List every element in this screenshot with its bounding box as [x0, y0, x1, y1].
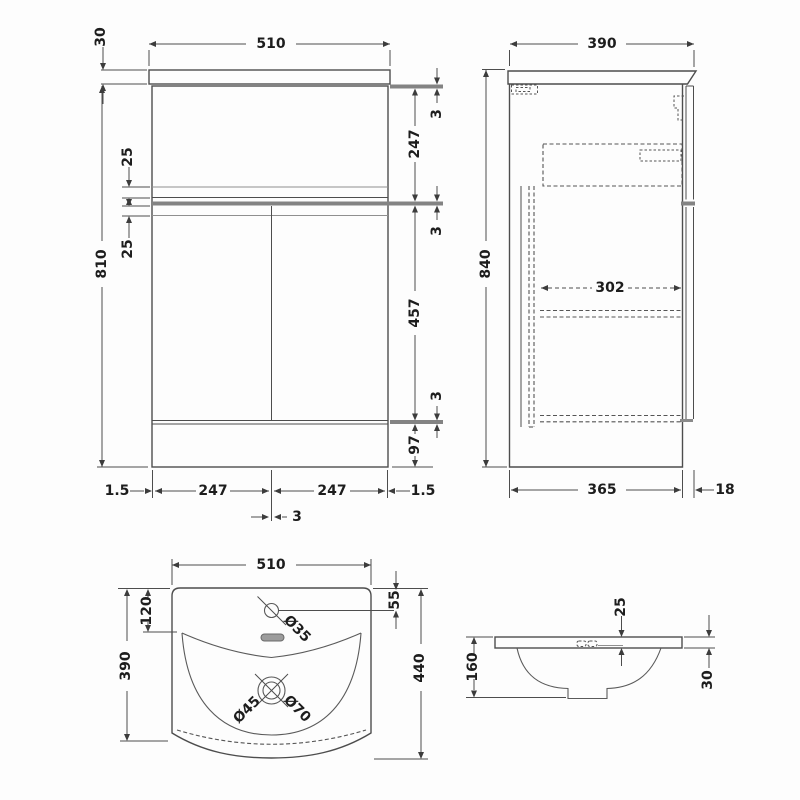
- dim-label-edge-thickness: 30: [700, 670, 716, 690]
- dim-bowl-depth: 390: [118, 589, 168, 742]
- dim-label-margin-left: 1.5: [105, 483, 130, 499]
- dim-front-door-height: 457: [407, 205, 423, 421]
- dim-label-basin-overall-depth: 440: [412, 653, 428, 682]
- hinge-hidden-outline: [673, 95, 684, 121]
- basin-section-bowl-right: [606, 647, 662, 690]
- dim-label-door-height: 457: [407, 298, 423, 327]
- basin-rim-inner-edge: [176, 729, 367, 745]
- dim-front-margin-right: 1.5: [388, 483, 435, 499]
- dim-front-unit-height: 810: [94, 86, 148, 468]
- dim-label-rim-thickness: 25: [613, 597, 629, 616]
- dim-label-tap-offset-back: 55: [387, 590, 403, 609]
- dim-front-gap-middle: 3: [429, 186, 445, 236]
- side-view: 390 840 302 365: [478, 36, 735, 498]
- dim-label-gap-bottom: 3: [429, 391, 445, 401]
- dim-side-door-thickness: 18: [695, 482, 735, 498]
- bowl-back-edge: [181, 632, 362, 659]
- dim-label-margin-right: 1.5: [411, 483, 436, 499]
- dim-tap-offset-side: 120: [139, 589, 177, 633]
- fixing-bracket-inner-detail: [515, 87, 531, 92]
- dim-front-margin-left: 1.5: [105, 483, 152, 499]
- side-door-panel: [685, 85, 694, 419]
- side-countertop: [507, 70, 698, 85]
- bowl-outline: [181, 632, 362, 736]
- dim-front-gap-bottom: 3: [429, 391, 445, 438]
- dim-label-drawer-recess: 25: [120, 147, 136, 166]
- dim-front-center-gap: 3: [251, 509, 302, 525]
- dim-front-drawer-height: 247: [407, 88, 423, 202]
- drawer-box-hidden-outline: [542, 143, 683, 187]
- dim-basin-width: 510: [171, 557, 372, 585]
- dim-label-side-height: 840: [478, 249, 494, 278]
- dim-label-internal-width: 302: [595, 280, 624, 296]
- bottom-panel-hidden-lines: [540, 414, 682, 423]
- dim-rim-thickness: 25: [613, 597, 629, 666]
- dim-label-gap-top: 3: [429, 109, 445, 119]
- dim-side-bottom-extensions: [509, 470, 695, 498]
- dim-side-height: 840: [478, 69, 507, 468]
- dim-label-door-width-left: 247: [198, 483, 227, 499]
- dim-label-basin-width: 510: [256, 557, 285, 573]
- dim-front-door-recess: 25: [120, 199, 150, 259]
- dim-label-unit-height: 810: [94, 249, 110, 278]
- dim-label-bowl-height: 160: [465, 652, 481, 681]
- dim-front-gap-top: 3: [429, 68, 445, 119]
- dim-label-door-width-right: 247: [317, 483, 346, 499]
- dim-front-plinth-height: 97: [392, 424, 433, 468]
- front-countertop: [148, 69, 391, 85]
- dim-label-bowl-depth: 390: [118, 651, 134, 680]
- dim-bowl-height: 160: [465, 636, 566, 698]
- dim-front-bottom-extensions: [152, 470, 388, 521]
- side-carcass: [508, 84, 684, 468]
- basin-section-rim: [494, 636, 683, 649]
- basin-section-bowl-left: [516, 647, 569, 690]
- dim-label-counter-width: 510: [256, 36, 285, 52]
- shelf-hidden-lines: [540, 309, 682, 318]
- dim-label-drawer-height: 247: [407, 129, 423, 158]
- dim-tap-offset-back: 55: [387, 571, 403, 629]
- dim-side-carcass-depth: 365: [511, 482, 681, 498]
- basin-section-view: 25 30 160: [465, 597, 716, 700]
- fixing-bracket-hidden-outline: [511, 84, 538, 95]
- dim-front-door-width-left: 247: [155, 483, 269, 499]
- dim-front-counter-thickness: 30: [93, 27, 147, 104]
- dim-side-internal-width: 302: [541, 280, 681, 296]
- dim-basin-overall-depth: 440: [374, 589, 428, 760]
- dim-label-gap-middle: 3: [429, 226, 445, 236]
- overflow-slot: [260, 633, 285, 642]
- overflow-hidden-detail: [576, 640, 598, 647]
- dim-label-center-gap: 3: [292, 509, 302, 525]
- front-cabinet: [151, 85, 389, 468]
- tap-hole-leader-diagonal: [257, 596, 287, 626]
- dim-label-plinth-height: 97: [407, 435, 423, 454]
- drawer-runner-hidden-outline: [639, 149, 682, 162]
- dim-label-counter-thickness: 30: [93, 27, 109, 47]
- front-view: 510 30 810 25: [93, 27, 445, 525]
- basin-outline: [171, 587, 372, 759]
- dim-label-tap-offset-side: 120: [139, 596, 155, 625]
- dim-label-door-recess: 25: [120, 239, 136, 258]
- waste-outlet-outline: [567, 688, 608, 700]
- dim-edge-thickness: 30: [684, 615, 716, 690]
- dim-front-counter-width: 510: [148, 36, 391, 66]
- back-groove-hidden-lines: [528, 186, 535, 428]
- dim-label-side-depth: 390: [587, 36, 616, 52]
- waste-hole: [254, 673, 289, 708]
- dim-label-door-thickness: 18: [715, 482, 734, 498]
- dim-label-carcass-depth: 365: [587, 482, 616, 498]
- dim-front-door-width-right: 247: [274, 483, 385, 499]
- dim-side-depth: 390: [509, 36, 695, 67]
